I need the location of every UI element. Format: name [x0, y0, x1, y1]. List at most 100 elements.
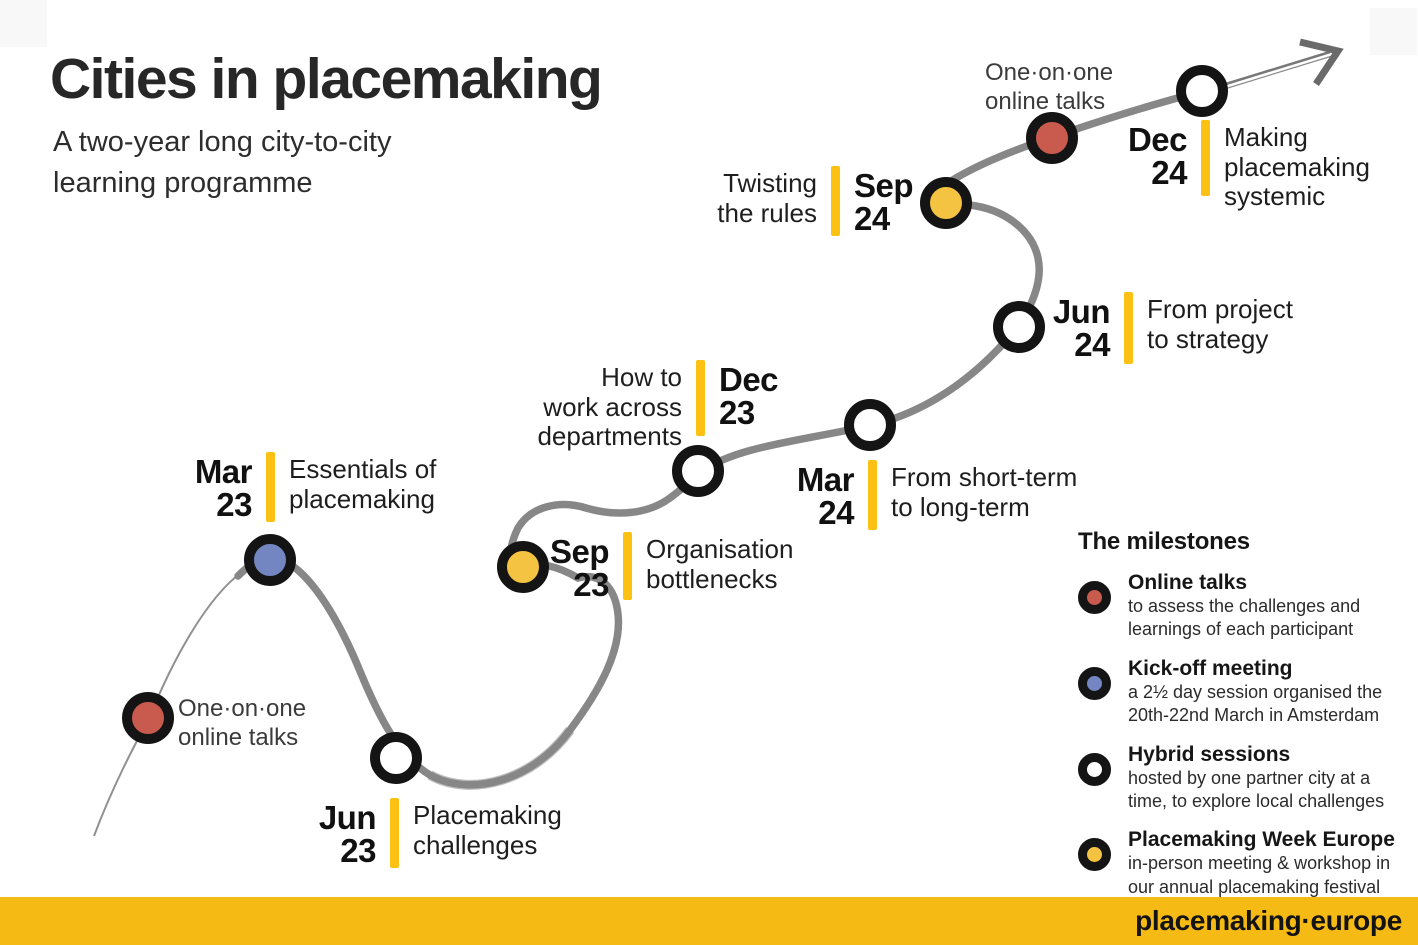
yellow-divider-bar: [390, 798, 399, 868]
milestone-text: Essentials of placemaking: [289, 452, 436, 522]
yellow-divider-bar: [831, 166, 840, 236]
legend-item-desc: a 2½ day session organised the 20th-22nd…: [1128, 681, 1382, 728]
annotation-online-talks-start: One·on·one online talks: [178, 694, 306, 753]
milestone-month: Dec: [719, 361, 779, 398]
milestone-text-line: From project: [1147, 294, 1293, 324]
milestone-month: Jun: [318, 799, 377, 836]
legend-desc-line: to assess the challenges and: [1128, 596, 1361, 616]
milestone-date: Mar 23: [186, 452, 253, 523]
milestone-month: Sep: [854, 167, 914, 204]
milestone-label-jun24: Jun 24 From project to strategy: [1044, 292, 1293, 364]
milestone-text: Organisation bottlenecks: [646, 532, 793, 600]
legend-item-title: Placemaking Week Europe: [1128, 828, 1395, 852]
annotation-line: online talks: [985, 88, 1106, 116]
legend-desc-line: learnings of each participant: [1128, 619, 1354, 640]
node-pwe-sep24: [920, 177, 972, 229]
annotation-online-talks-end: One·on·one online talks: [985, 58, 1113, 117]
milestone-year: 23: [340, 832, 376, 869]
legend-item-placemaking-week-europe: Placemaking Week Europe in-person meetin…: [1078, 828, 1408, 899]
milestone-year: 24: [1151, 154, 1187, 191]
legend-desc-line: a 2½ day session organised the: [1128, 681, 1383, 702]
milestone-text: From project to strategy: [1147, 292, 1293, 364]
milestone-text-line: placemaking: [1224, 151, 1370, 182]
milestone-date: Sep 24: [854, 166, 914, 237]
legend-item-text: Kick-off meeting a 2½ day session organi…: [1128, 657, 1382, 728]
milestone-text: How to work across departments: [520, 360, 682, 451]
footer-brand-bar: placemaking·europe: [0, 897, 1418, 945]
legend-item-text: Online talks to assess the challenges an…: [1128, 571, 1360, 642]
milestone-text-line: departments: [537, 421, 682, 452]
legend-item-hybrid-sessions: Hybrid sessions hosted by one partner ci…: [1078, 743, 1408, 814]
yellow-divider-bar: [1124, 292, 1133, 364]
node-online-talks-start: [122, 692, 174, 744]
kickoff-meeting-dot-icon: [1078, 666, 1111, 700]
node-hybrid-jun23: [370, 732, 422, 784]
node-hybrid-jun24: [993, 301, 1045, 353]
legend-item-title: Kick-off meeting: [1128, 656, 1293, 680]
yellow-divider-bar: [868, 460, 877, 530]
annotation-line: One·on·one: [178, 695, 307, 722]
milestone-label-jun23: Jun 23 Placemaking challenges: [310, 798, 562, 868]
milestone-label-dec24: Dec 24 Making placemaking systemic: [1121, 120, 1370, 211]
milestone-year: 23: [719, 394, 755, 431]
page-title: Cities in placemaking: [50, 47, 603, 111]
legend-item-text: Hybrid sessions hosted by one partner ci…: [1128, 743, 1384, 814]
page-subtitle: A two-year long city-to-city learning pr…: [53, 122, 391, 203]
milestone-text-line: challenges: [413, 829, 538, 860]
online-talks-dot-icon: [1078, 581, 1111, 614]
milestone-text-line: Organisation: [646, 534, 794, 564]
milestone-year: 23: [573, 566, 609, 603]
milestone-text-line: systemic: [1224, 181, 1326, 212]
node-hybrid-dec23: [672, 445, 724, 497]
yellow-divider-bar: [1201, 120, 1210, 196]
subtitle-line: A two-year long city-to-city: [53, 126, 392, 158]
milestone-year: 24: [1074, 326, 1110, 363]
milestone-date: Dec 23: [719, 360, 779, 436]
milestone-text-line: the rules: [717, 197, 817, 228]
legend: The milestones Online talks to assess th…: [1078, 528, 1408, 899]
corner-accent-top-left: [0, 0, 47, 47]
legend-item-desc: in-person meeting & workshop in our annu…: [1128, 852, 1395, 899]
legend-item-desc: to assess the challenges and learnings o…: [1128, 595, 1360, 642]
legend-item-title: Online talks: [1128, 571, 1248, 594]
milestone-text-line: Placemaking: [413, 800, 562, 830]
milestone-text-line: to strategy: [1147, 323, 1269, 354]
legend-item-text: Placemaking Week Europe in-person meetin…: [1128, 828, 1395, 899]
milestone-year: 24: [854, 200, 890, 237]
milestone-month: Dec: [1127, 121, 1188, 158]
legend-desc-line: time, to explore local challenges: [1128, 790, 1385, 811]
legend-desc-line: in-person meeting & workshop in: [1128, 853, 1391, 874]
yellow-divider-bar: [696, 360, 705, 436]
legend-desc-line: 20th-22nd March in Amsterdam: [1128, 705, 1380, 726]
milestone-month: Sep: [549, 533, 610, 570]
milestone-text: Placemaking challenges: [413, 798, 562, 868]
milestone-year: 24: [818, 494, 854, 531]
milestone-text-line: work across: [543, 391, 682, 422]
milestone-text-line: How to: [601, 362, 682, 392]
hybrid-sessions-dot-icon: [1078, 752, 1111, 786]
legend-title: The milestones: [1078, 528, 1250, 555]
legend-desc-line: hosted by one partner city at a: [1128, 767, 1371, 788]
milestone-text-line: From short-term: [891, 462, 1078, 492]
node-pwe-sep23: [497, 541, 549, 593]
corner-accent-top-right: [1370, 8, 1417, 55]
annotation-line: online talks: [178, 724, 299, 752]
legend-item-kickoff-meeting: Kick-off meeting a 2½ day session organi…: [1078, 657, 1408, 728]
legend-item-title: Hybrid sessions: [1128, 742, 1291, 766]
milestone-date: Mar 24: [788, 460, 855, 531]
milestone-text-line: placemaking: [289, 483, 435, 514]
milestone-year: 23: [216, 486, 252, 523]
milestone-label-mar23: Mar 23 Essentials of placemaking: [186, 452, 436, 522]
node-hybrid-mar24: [844, 399, 896, 451]
milestone-label-sep24: Twisting the rules Sep 24: [705, 166, 914, 237]
node-online-talks-end: [1026, 112, 1078, 164]
milestone-label-sep23: Sep 23 Organisation bottlenecks: [543, 532, 793, 603]
milestone-text: Twisting the rules: [705, 166, 817, 236]
legend-item-desc: hosted by one partner city at a time, to…: [1128, 767, 1384, 814]
milestone-month: Mar: [194, 453, 253, 490]
milestone-text-line: bottlenecks: [646, 563, 778, 594]
milestone-text-line: to long-term: [891, 491, 1030, 522]
milestone-date: Dec 24: [1121, 120, 1188, 196]
brand-logo-text: placemaking·europe: [1135, 905, 1402, 936]
milestone-text-line: Essentials of: [289, 454, 437, 484]
